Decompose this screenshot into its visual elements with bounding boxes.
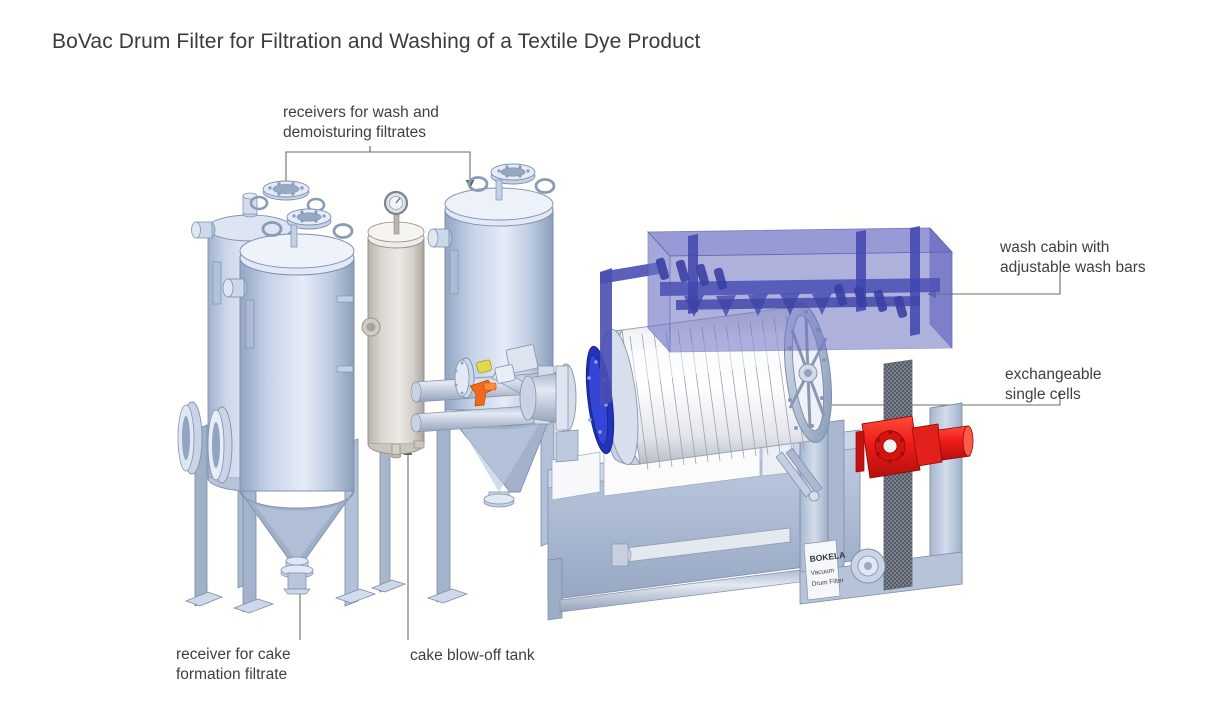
nameplate-line2: Vacuum bbox=[810, 567, 834, 577]
nameplate-line3: Drum Filter bbox=[811, 577, 845, 588]
discharge-roller bbox=[611, 527, 791, 567]
leader-lines bbox=[285, 146, 1061, 640]
annotation-blow-off-tank: cake blow-off tank bbox=[410, 647, 535, 664]
blow-off-vessel bbox=[361, 190, 425, 593]
nameplate-line1: BOKELA bbox=[809, 550, 846, 564]
nameplate: BOKELA Vacuum Drum Filter bbox=[803, 539, 846, 601]
wash-cabin-enclosure[interactable] bbox=[600, 226, 953, 406]
annotation-receivers: receivers for wash and demoisturing filt… bbox=[283, 104, 439, 141]
annotation-cake-receiver: receiver for cake formation filtrate bbox=[176, 646, 291, 683]
wash-bars[interactable] bbox=[655, 226, 940, 336]
valve-handle bbox=[469, 379, 497, 407]
annotation-wash-cabin: wash cabin with adjustable wash bars bbox=[1000, 239, 1146, 276]
annotation-single-cells: exchangeable single cells bbox=[1005, 366, 1102, 403]
page-title: BoVac Drum Filter for Filtration and Was… bbox=[52, 30, 701, 53]
cake-formation-receiver bbox=[222, 208, 377, 614]
drive-gearbox bbox=[855, 415, 974, 479]
receiver-vessels bbox=[177, 163, 556, 614]
side-flange-pair bbox=[177, 401, 233, 484]
receiver-vessel-right bbox=[426, 163, 556, 604]
